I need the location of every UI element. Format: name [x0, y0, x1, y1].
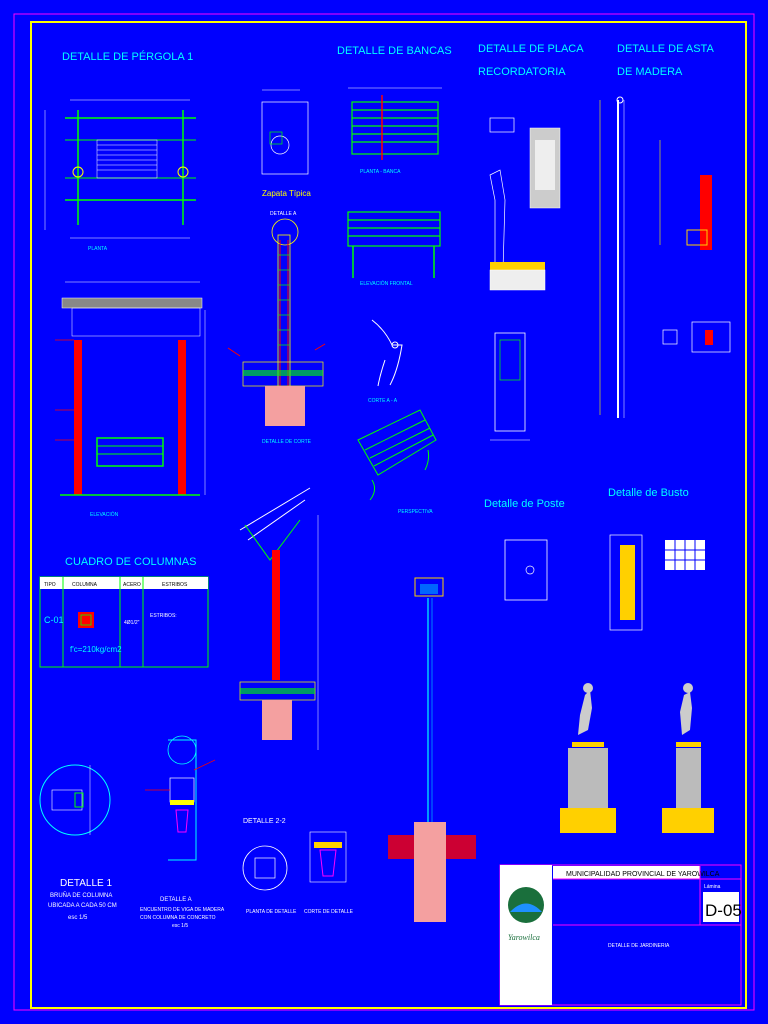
- zapata-plan: [261, 89, 309, 175]
- planta-detalle-label: PLANTA DE DETALLE: [246, 909, 297, 915]
- bench-plan: [348, 87, 442, 160]
- bench-perspective: [357, 409, 437, 501]
- bench-plan-label: PLANTA - BANCA: [360, 169, 401, 175]
- columns-table: TIPO COLUMNA ACERO ESTRIBOS C-01 f'c=210…: [39, 576, 209, 668]
- logo-text: Yarowilca: [508, 933, 540, 942]
- bench-elevation-label: ELEVACIÓN FRONTAL: [360, 280, 413, 287]
- detalle1-title: DETALLE 1: [60, 878, 112, 889]
- lamp-post-detail: [388, 539, 548, 922]
- inner-border: [30, 21, 747, 1009]
- columnas-title: CUADRO DE COLUMNAS: [65, 556, 196, 568]
- detalle-a-title: DETALLE A: [160, 897, 192, 903]
- detalle-a-drawing: [145, 735, 216, 861]
- detalle-a-line1: ENCUENTRO DE VIGA DE MADERA: [140, 907, 225, 913]
- detalle1-drawing: [39, 764, 111, 836]
- pergola-elevation: [55, 281, 206, 496]
- title-block: Yarowilca MUNICIPALIDAD PROVINCIAL DE YA…: [499, 864, 742, 1006]
- detalle-a-top-label: DETALLE A: [270, 211, 297, 217]
- org-name: MUNICIPALIDAD PROVINCIAL DE YAROWILCA: [566, 871, 720, 878]
- column-section: [227, 218, 326, 426]
- bench-section: [371, 319, 403, 387]
- col-fc: f'c=210kg/cm2: [70, 645, 122, 654]
- plaque-detail: [489, 117, 561, 441]
- pergola-plan: [44, 99, 196, 239]
- col-estribos: ESTRIBOS:: [150, 613, 177, 619]
- th-tipo: TIPO: [44, 582, 56, 588]
- th-columna: COLUMNA: [72, 582, 98, 588]
- content-label: DETALLE DE JARDINERIA: [608, 943, 670, 949]
- poste-title: Detalle de Poste: [484, 498, 565, 510]
- detalle1-line2: UBICADA A CADA 50 CM: [48, 903, 117, 909]
- bench-perspective-label: PERSPECTIVA: [398, 509, 433, 515]
- detalle1-line1: BRUÑA DE COLUMNA: [50, 892, 112, 899]
- pergola-plan-label: PLANTA: [88, 246, 108, 252]
- pergola-elevation-label: ELEVACIÓN: [90, 511, 119, 518]
- col-acero: 4Ø1/2": [124, 620, 140, 626]
- detalle22-drawing: [242, 831, 347, 891]
- lamina-label: Lámina: [704, 884, 721, 890]
- pergola-column-detail: [239, 487, 319, 750]
- bust-elevation-1: [560, 683, 616, 833]
- detalle-a-line2: CON COLUMNA DE CONCRETO: [140, 915, 216, 921]
- pergola-title: DETALLE DE PÉRGOLA 1: [62, 50, 193, 63]
- bust-detail: [560, 534, 714, 833]
- bench-section-label: CORTE A - A: [368, 398, 398, 404]
- asta-title-1: DETALLE DE ASTA: [617, 43, 714, 55]
- detalle22-title: DETALLE 2-2: [243, 818, 286, 825]
- th-acero: ACERO: [123, 582, 141, 588]
- col-tipo: C-01: [44, 615, 64, 625]
- placa-title-2: RECORDATORIA: [478, 66, 566, 78]
- placa-title-1: DETALLE DE PLACA: [478, 43, 584, 55]
- sheet-code: D-05: [705, 901, 742, 920]
- asta-title-2: DE MADERA: [617, 66, 683, 78]
- bench-elevation: [347, 211, 441, 278]
- corte-zapata-label: DETALLE DE CORTE: [262, 439, 312, 445]
- detalle1-scale: esc 1/5: [68, 915, 88, 921]
- busto-title: Detalle de Busto: [608, 487, 689, 499]
- flagpole-detail: [599, 96, 731, 418]
- outer-border: [13, 13, 755, 1011]
- bancas-title: DETALLE DE BANCAS: [337, 45, 452, 57]
- zapata-label: Zapata Típica: [262, 189, 311, 198]
- bust-elevation-2: [662, 683, 714, 833]
- th-estribos: ESTRIBOS: [162, 582, 188, 588]
- corte-detalle-label: CORTE DE DETALLE: [304, 909, 354, 915]
- detalle-a-scale: esc 1/5: [172, 923, 188, 929]
